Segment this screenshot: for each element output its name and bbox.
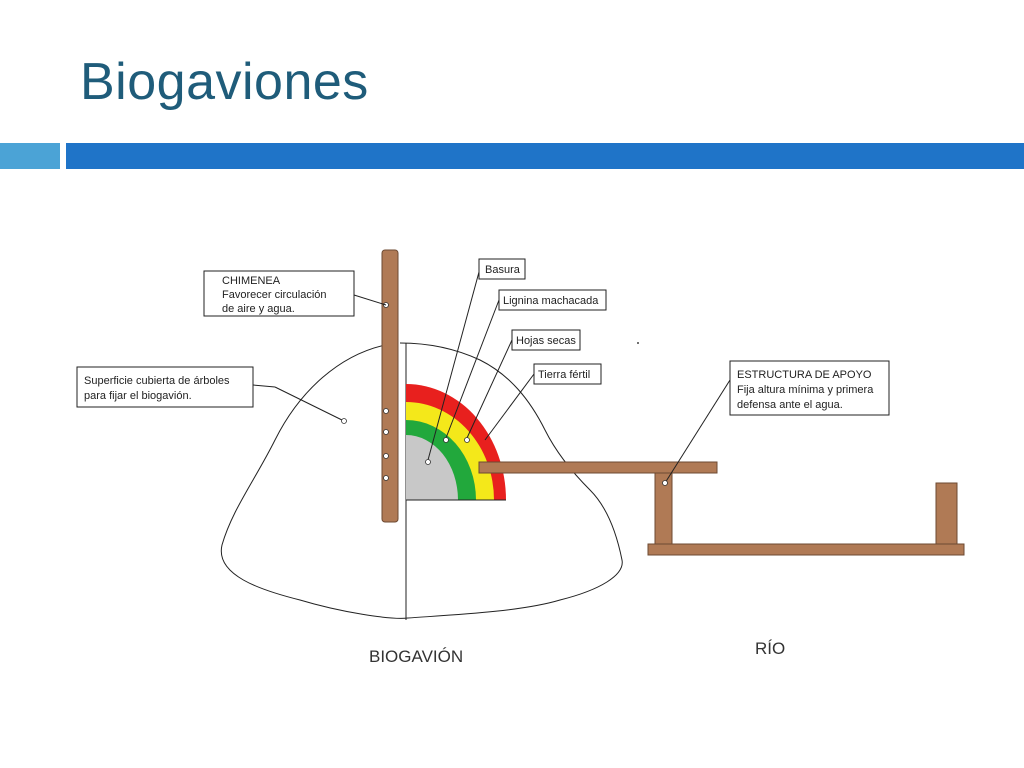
chimenea-line2: de aire y agua. bbox=[222, 303, 295, 315]
label-estructura: ESTRUCTURA DE APOYO Fija altura mínima y… bbox=[729, 360, 890, 416]
label-hojas: Hojas secas bbox=[511, 329, 581, 351]
label-chimenea: CHIMENEA Favorecer circulación de aire y… bbox=[203, 270, 355, 317]
title-rule bbox=[66, 143, 1024, 169]
chimenea-title: CHIMENEA bbox=[222, 275, 281, 287]
estructura-title: ESTRUCTURA DE APOYO bbox=[737, 369, 872, 381]
label-basura: Basura bbox=[478, 258, 526, 280]
estructura-line1: Fija altura mínima y primera bbox=[737, 384, 874, 396]
support-base-beam bbox=[647, 543, 965, 556]
superficie-line2: para fijar el biogavión. bbox=[84, 390, 192, 402]
svg-text:Lignina machacada: Lignina machacada bbox=[503, 295, 599, 307]
mound-outline bbox=[220, 342, 623, 619]
svg-text:Hojas secas: Hojas secas bbox=[516, 335, 576, 347]
chimenea-post bbox=[381, 249, 399, 523]
support-top-beam bbox=[478, 461, 718, 474]
slide-title: Biogaviones bbox=[80, 53, 369, 111]
estructura-line2: defensa ante el agua. bbox=[737, 399, 843, 411]
svg-text:Basura: Basura bbox=[485, 264, 521, 276]
label-lignina: Lignina machacada bbox=[498, 289, 607, 311]
label-tierra: Tierra fértil bbox=[533, 363, 602, 385]
layer-basura bbox=[406, 435, 458, 500]
svg-text:Tierra fértil: Tierra fértil bbox=[538, 369, 590, 381]
label-superficie: Superficie cubierta de árboles para fija… bbox=[76, 366, 254, 408]
biogavion-caption: BIOGAVIÓN bbox=[369, 647, 463, 666]
title-rule-accent bbox=[0, 143, 60, 169]
rio-caption: RÍO bbox=[755, 639, 785, 658]
chimenea-line1: Favorecer circulación bbox=[222, 289, 327, 301]
superficie-line1: Superficie cubierta de árboles bbox=[84, 375, 230, 387]
support-end-post bbox=[935, 482, 958, 545]
